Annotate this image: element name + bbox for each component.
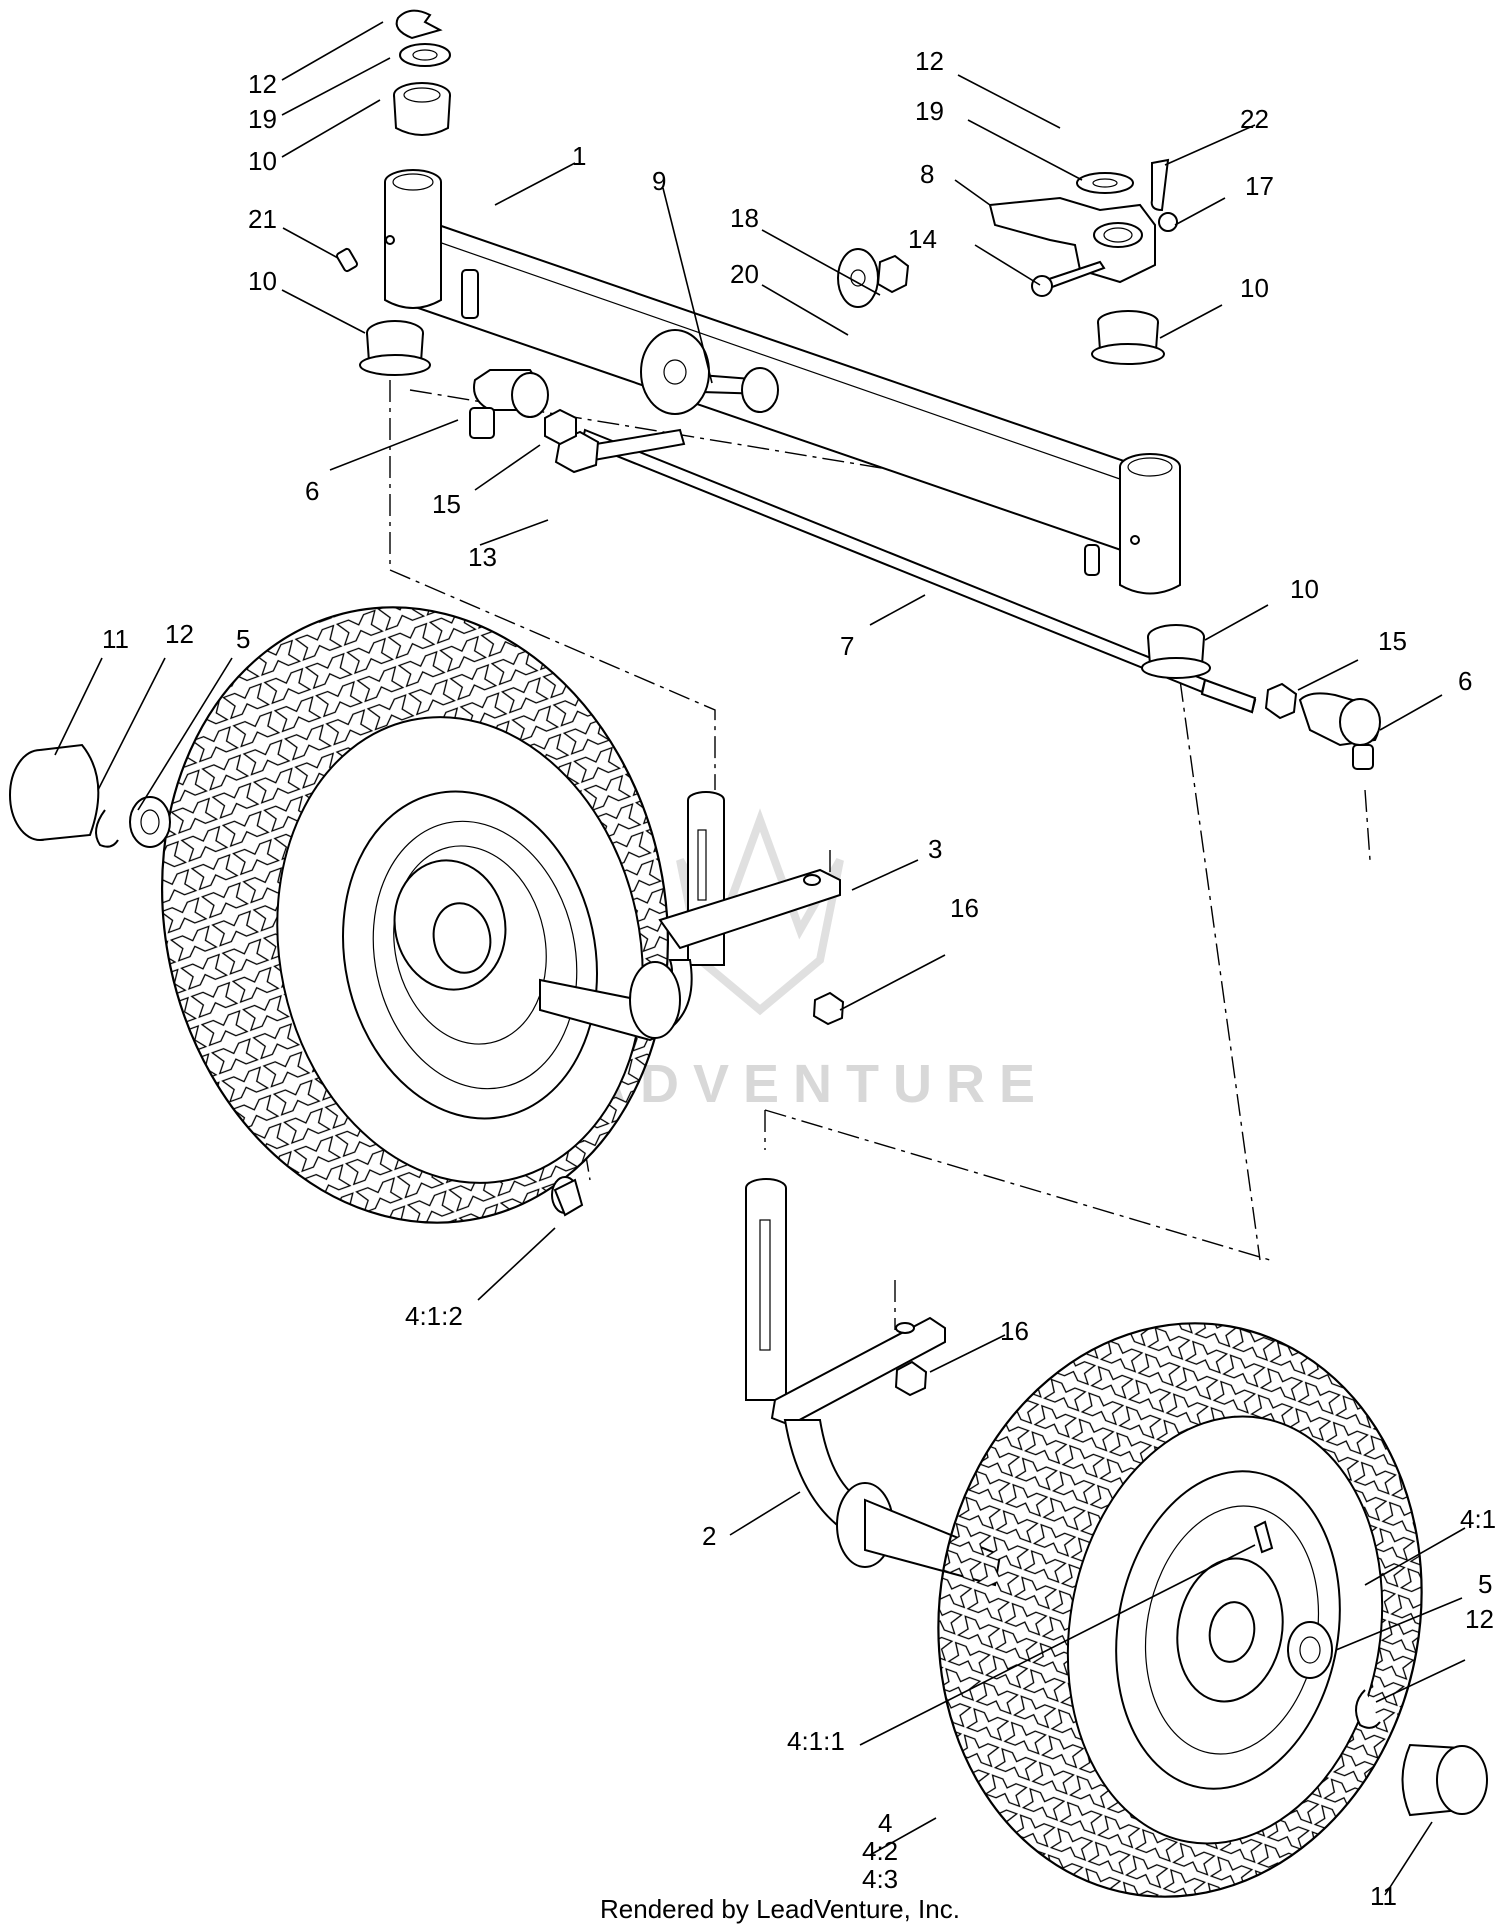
- callout-19: 19: [915, 96, 944, 126]
- callout-3: 3: [928, 834, 942, 864]
- callout-19: 19: [248, 104, 277, 134]
- callout-10: 10: [248, 146, 277, 176]
- callout-11: 11: [1370, 1881, 1397, 1911]
- callout-15: 15: [432, 489, 461, 519]
- right-wheel: [937, 1322, 1423, 1898]
- callout-4-1: 4:1: [1460, 1504, 1496, 1534]
- callout-4-3: 4:3: [862, 1864, 898, 1894]
- callout-20: 20: [730, 259, 759, 289]
- right-spindle: [745, 1178, 1002, 1587]
- top-right-steering-arm: [988, 158, 1178, 365]
- callout-labels: 12 19 10 1 21 10 9 18 20 12 19 22 8 17 1…: [102, 46, 1496, 1911]
- callout-10: 10: [1290, 574, 1319, 604]
- callout-10: 10: [1240, 273, 1269, 303]
- callout-7: 7: [840, 631, 854, 661]
- callout-13: 13: [468, 542, 497, 572]
- callout-4-1-2: 4:1:2: [405, 1301, 463, 1331]
- callout-2: 2: [702, 1521, 716, 1551]
- callout-12: 12: [1465, 1604, 1494, 1634]
- callout-8: 8: [920, 159, 934, 189]
- callout-15: 15: [1378, 626, 1407, 656]
- callout-4-2: 4:2: [862, 1836, 898, 1866]
- left-wheel-hardware: [9, 743, 171, 848]
- callout-4-1-1: 4:1:1: [787, 1726, 845, 1756]
- left-spindle: [539, 791, 845, 1217]
- callout-16: 16: [1000, 1316, 1029, 1346]
- callout-21: 21: [248, 204, 277, 234]
- callout-6: 6: [1458, 666, 1472, 696]
- callout-12: 12: [248, 69, 277, 99]
- callout-4: 4: [878, 1808, 892, 1838]
- centre-hardware: [469, 248, 910, 474]
- callout-12: 12: [915, 46, 944, 76]
- callout-18: 18: [730, 203, 759, 233]
- callout-16: 16: [950, 893, 979, 923]
- footer-credit: Rendered by LeadVenture, Inc.: [600, 1894, 960, 1924]
- callout-5: 5: [1478, 1569, 1492, 1599]
- callout-6: 6: [305, 476, 319, 506]
- callout-14: 14: [908, 224, 937, 254]
- leader-lines: [54, 21, 1466, 1896]
- callout-11: 11: [102, 624, 129, 654]
- callout-10: 10: [248, 266, 277, 296]
- left-wheel: [161, 606, 669, 1224]
- top-left-bushings: [336, 9, 451, 376]
- right-wheel-hardware: [1401, 1743, 1488, 1817]
- callout-17: 17: [1245, 171, 1274, 201]
- callout-12: 12: [165, 619, 194, 649]
- callout-9: 9: [652, 166, 666, 196]
- callout-22: 22: [1240, 104, 1269, 134]
- right-tie-rod-end: [1141, 624, 1381, 770]
- callout-1: 1: [572, 141, 586, 171]
- callout-5: 5: [236, 624, 250, 654]
